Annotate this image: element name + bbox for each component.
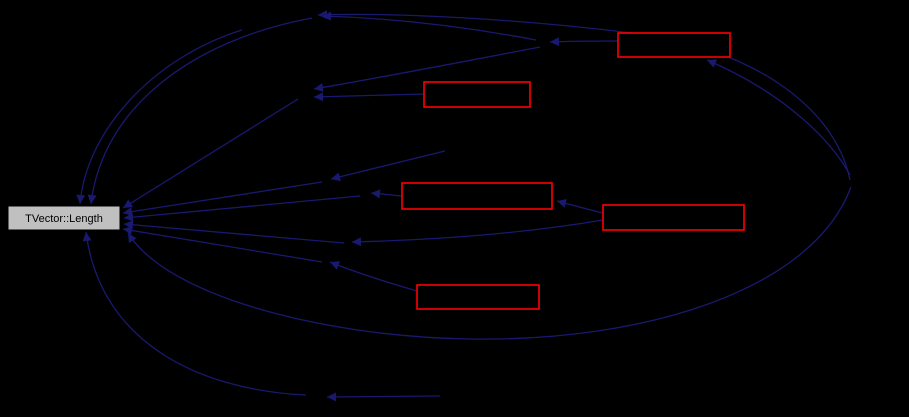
node-center[interactable] <box>401 182 553 210</box>
edge-box2-left <box>313 92 425 102</box>
edge-top-sweep <box>317 10 851 181</box>
edge-fan-1 <box>122 98 299 209</box>
main-node-label: TVector::Length <box>25 213 103 225</box>
edge-fan-4 <box>123 220 345 244</box>
edge-bottom-sweep <box>127 186 852 340</box>
node-top-right[interactable] <box>617 32 731 58</box>
edge-fan-3 <box>123 195 361 222</box>
main-node-box <box>7 205 121 231</box>
edge-box1-left <box>549 37 619 47</box>
edge-upper-band <box>321 11 537 41</box>
node-upper-center[interactable] <box>423 81 531 108</box>
edge-right-to-box1 <box>706 59 851 176</box>
node-lower-center[interactable] <box>416 284 540 310</box>
edge-box4-long <box>351 219 604 247</box>
edge-left-sweep-2 <box>76 29 243 205</box>
edge-mid-short <box>330 150 446 182</box>
edge-left-sweep-1 <box>87 17 313 205</box>
edge-fan-2 <box>122 181 323 217</box>
edges <box>76 10 852 402</box>
main-node: TVector::Length <box>7 205 121 231</box>
edge-diag-upper <box>313 46 541 92</box>
edge-box5-left <box>329 261 418 292</box>
edge-box3-left <box>370 189 403 199</box>
edge-fan-5 <box>122 226 323 263</box>
edge-bottom-left-sweep <box>82 231 307 396</box>
highlighted-nodes <box>401 32 745 310</box>
node-center-right[interactable] <box>602 204 745 231</box>
edge-box4-to-box3 <box>556 198 604 214</box>
edge-bottom-short <box>326 392 441 402</box>
